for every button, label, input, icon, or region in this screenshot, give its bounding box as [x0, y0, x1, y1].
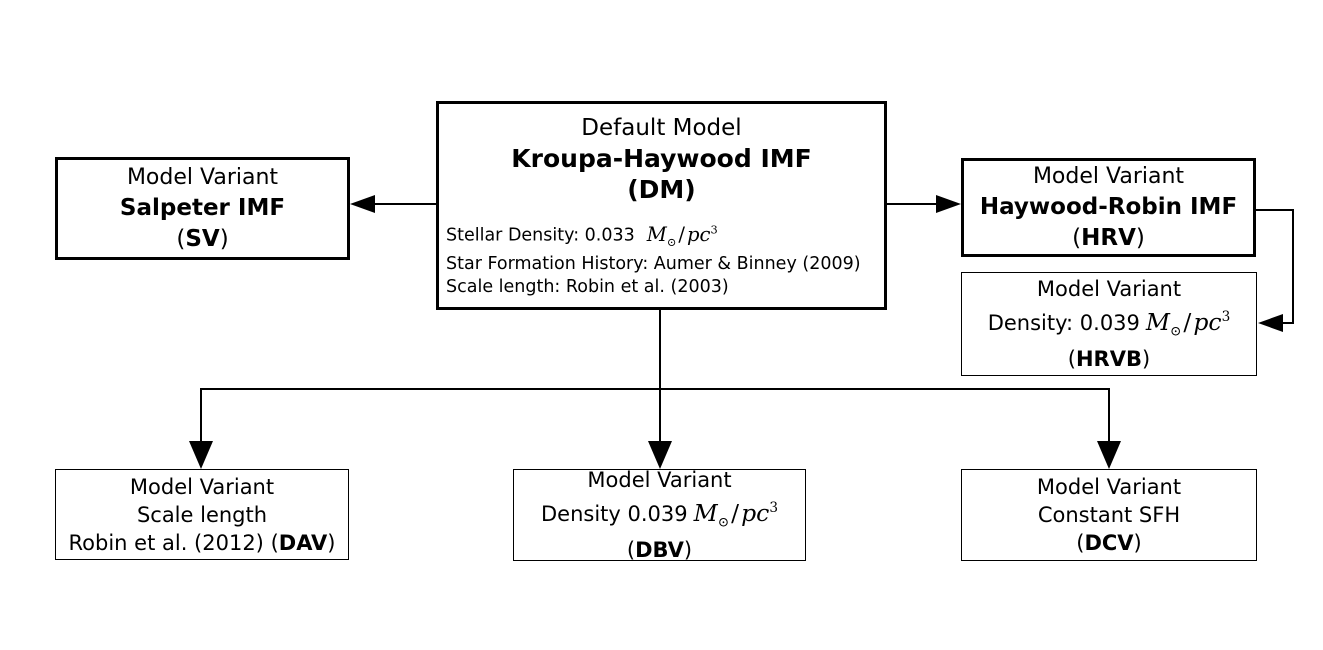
dm-detail-scale-length: Scale length: Robin et al. (2003): [446, 277, 729, 298]
connector-dm-to-hrv-shaft: [886, 203, 938, 205]
dbv-title: Model Variant: [587, 467, 732, 492]
dcv-variant-box: Model Variant Constant SFH (DCV): [961, 469, 1257, 561]
hrvb-code: (HRVB): [1067, 347, 1151, 372]
dm-code: (DM): [627, 175, 696, 204]
solar-mass-per-pc3-unit: M⊙/pc3: [693, 498, 778, 531]
connector-dm-to-sv-shaft: [373, 203, 436, 205]
sun-symbol: ⊙: [717, 514, 730, 531]
connector-dm-stem: [659, 310, 661, 390]
solar-mass-per-pc3-unit: M⊙/pc3: [1145, 307, 1231, 340]
dav-scale-length: Scale length: [136, 502, 268, 527]
connector-hrv-elbow-top: [1254, 209, 1294, 211]
dm-detail-density-text: Stellar Density: 0.033: [446, 225, 635, 246]
dm-name: Kroupa-Haywood IMF: [511, 144, 812, 173]
connector-drop-to-dav: [200, 388, 202, 443]
dav-reference-code: Robin et al. (2012) (DAV): [68, 530, 336, 555]
dm-title: Default Model: [581, 115, 742, 141]
dav-title: Model Variant: [129, 474, 275, 499]
hrvb-title: Model Variant: [1036, 276, 1182, 301]
connector-drop-to-dbv: [659, 388, 661, 443]
arrowhead-right-to-hrv: [936, 195, 961, 213]
sun-symbol: ⊙: [666, 234, 677, 249]
solar-mass-per-pc3-unit: M⊙/pc3: [646, 222, 718, 249]
hrv-name: Haywood-Robin IMF: [979, 194, 1238, 220]
dcv-code: (DCV): [1076, 531, 1142, 555]
hrv-code: (HRV): [1072, 225, 1145, 251]
dcv-title: Model Variant: [1036, 475, 1182, 499]
dav-variant-box: Model Variant Scale length Robin et al. …: [55, 469, 349, 560]
connector-drop-to-dcv: [1108, 388, 1110, 443]
dm-detail-stellar-density: Stellar Density: 0.033 M⊙/pc3: [446, 218, 884, 253]
dm-detail-sfh: Star Formation History: Aumer & Binney (…: [446, 254, 861, 275]
arrowhead-left-to-hrvb: [1258, 314, 1283, 332]
sv-code: (SV): [176, 226, 229, 252]
arrowhead-left-to-sv: [350, 195, 375, 213]
sv-title: Model Variant: [126, 165, 279, 190]
arrowhead-down-to-dav: [189, 441, 213, 469]
sun-symbol: ⊙: [1170, 323, 1182, 340]
connector-branch-horizontal: [200, 388, 1110, 390]
dbv-code: (DBV): [626, 538, 693, 563]
sv-name: Salpeter IMF: [119, 195, 286, 221]
dcv-constant-sfh: Constant SFH: [1037, 503, 1181, 527]
connector-hrv-elbow-bottom: [1280, 322, 1294, 324]
connector-hrv-elbow-vertical: [1292, 209, 1294, 324]
hrv-title: Model Variant: [1032, 164, 1185, 189]
dm-details: Stellar Density: 0.033 M⊙/pc3 Star Format…: [439, 218, 884, 299]
arrowhead-down-to-dcv: [1097, 441, 1121, 469]
arrowhead-down-to-dbv: [648, 441, 672, 469]
haywood-robin-variant-box: Model Variant Haywood-Robin IMF (HRV): [961, 158, 1256, 257]
salpeter-variant-box: Model Variant Salpeter IMF (SV): [55, 157, 350, 260]
default-model-box: Default Model Kroupa-Haywood IMF (DM) St…: [436, 101, 887, 310]
